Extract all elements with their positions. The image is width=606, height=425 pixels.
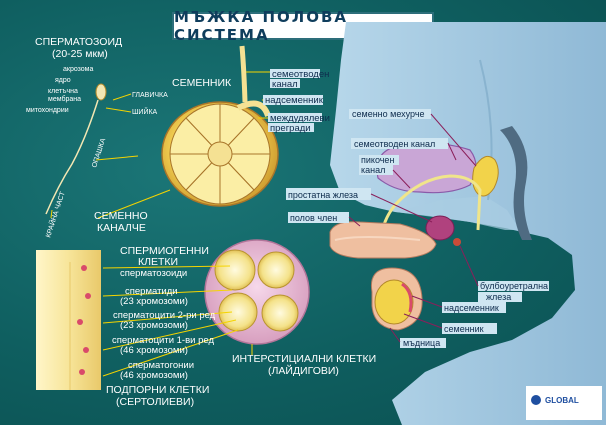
spermatogenic-item: сперматоцити 2-ри ред: [113, 310, 216, 321]
head-label: ГЛАВИЧКА: [132, 92, 168, 99]
spermatogenic-item: сперматозоиди: [120, 268, 187, 279]
anatomy-label: канал: [361, 165, 385, 175]
sperm-heading: СПЕРМАТОЗОИД: [35, 36, 122, 48]
anatomy-label: булбоуретрална: [480, 281, 548, 291]
testis-lobules: [169, 103, 271, 205]
sperm-part: акрозома: [63, 66, 93, 73]
testis-heading: СЕМЕННИК: [172, 77, 232, 89]
testis-label: надсеменник: [265, 95, 324, 106]
spermatogenic-item: сперматогонии: [128, 360, 194, 371]
testis-label: семеотводен: [272, 69, 329, 80]
testis-label: канал: [272, 79, 298, 90]
sperm-part: мембрана: [48, 95, 81, 103]
publisher-logo: GLOBAL: [526, 386, 602, 420]
tubule-label: СЕМЕННО: [94, 210, 148, 222]
spermatic-duct: [239, 45, 248, 103]
sperm-size: (20-25 мкм): [52, 48, 108, 60]
penis: [329, 221, 437, 259]
prostate: [425, 215, 455, 241]
anatomy-label: мъдница: [403, 338, 440, 348]
spermatogenic-item: (23 хромозоми): [120, 296, 188, 307]
sperm-part: митохондрии: [26, 107, 69, 114]
anatomy-label: семенно мехурче: [352, 109, 425, 119]
page-title: МЪЖКА ПОЛОВА СИСТЕМА: [174, 8, 349, 44]
spermatogenic-item: (46 хромозоми): [120, 345, 188, 356]
tail-label: ОПАШКА: [91, 137, 107, 168]
tubule-label: КАНАЛЧЕ: [97, 222, 146, 234]
support-label: ПОДПОРНИ КЛЕТКИ: [106, 384, 209, 396]
rectum: [500, 126, 532, 240]
tubule: [218, 292, 258, 332]
anatomy-label: надсеменник: [444, 303, 499, 313]
interstitial-label: (ЛАЙДИГОВИ): [268, 364, 339, 377]
anatomy-label: семеотводен канал: [354, 139, 435, 149]
spermatogenic-heading: СПЕРМИОГЕННИ: [120, 245, 209, 257]
tip-label: КРАЙНА ЧАСТ: [43, 190, 67, 239]
tubule: [257, 251, 295, 289]
tubule: [261, 294, 299, 332]
spermatogenic-item: (23 хромозоми): [120, 320, 188, 331]
publisher-name: GLOBAL: [545, 396, 579, 405]
spermatogenic-item: сперматоцити 1-ви ред: [112, 335, 214, 346]
body-silhouette: [330, 22, 606, 425]
tubule: [214, 249, 256, 291]
sperm-cells: [77, 265, 91, 375]
sperm-part: клетъчна: [48, 88, 78, 95]
anatomy-label: простатна жлеза: [288, 190, 358, 200]
interstitial-label: ИНТЕРСТИЦИАЛНИ КЛЕТКИ: [232, 353, 376, 365]
testis-small: [374, 279, 414, 325]
spermatogenic-item: (46 хромозоми): [120, 370, 188, 381]
anatomy-label: семенник: [444, 324, 484, 334]
sperm-part: ядро: [55, 77, 71, 84]
neck-label: ШИЙКА: [132, 107, 158, 116]
anatomy-label: пикочен: [361, 155, 394, 165]
testis-label: прегради: [270, 123, 311, 134]
anatomy-label: полов член: [290, 213, 337, 223]
label-boxes: [263, 69, 549, 348]
anatomy-label: жлеза: [486, 292, 511, 302]
spermatogenic-strip: [36, 250, 101, 390]
epididymis: [236, 100, 271, 118]
spermatogenic-item: сперматиди: [125, 286, 178, 297]
spermatogenic-heading: КЛЕТКИ: [138, 256, 178, 268]
anatomy-leaders: [348, 113, 479, 343]
support-label: (СЕРТОЛИЕВИ): [116, 396, 194, 408]
bulbourethral-gland: [453, 238, 461, 246]
testis-label: междудялеви: [270, 113, 330, 124]
leader-lines: [50, 71, 270, 377]
sperm-figure: [45, 83, 107, 215]
